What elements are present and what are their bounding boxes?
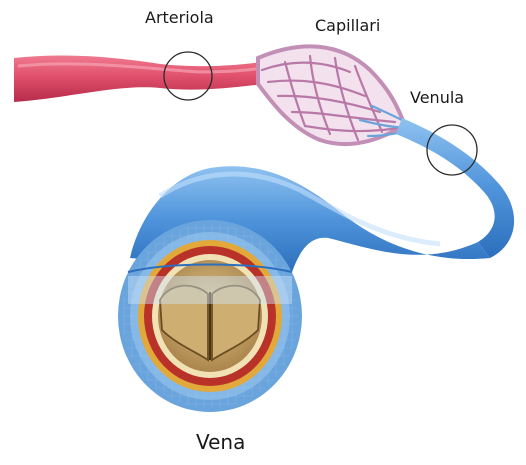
venule-vessel <box>396 118 514 258</box>
arteriola-label: Arteriola <box>145 8 214 27</box>
arteriole-vessel <box>14 56 264 102</box>
capillari-label: Capillari <box>315 16 380 35</box>
capillary-bed <box>258 46 414 144</box>
venula-label: Venula <box>410 88 464 107</box>
vena-label: Vena <box>196 430 245 454</box>
vein-cross-section <box>118 220 302 412</box>
